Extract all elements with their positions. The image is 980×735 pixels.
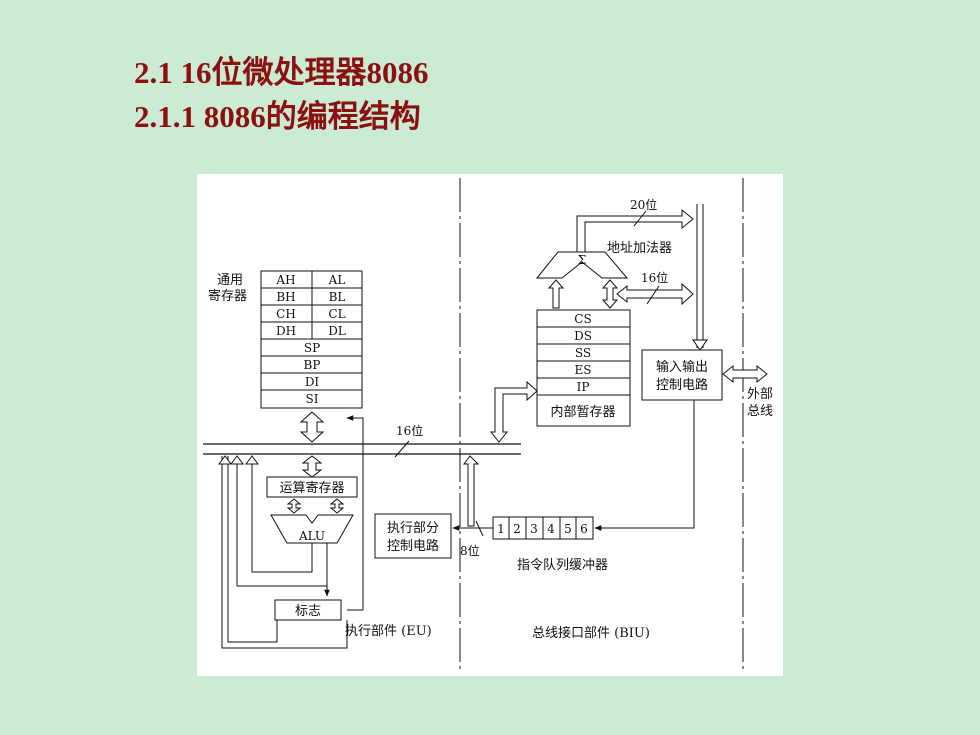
alu-input-arrow-left [286, 498, 302, 514]
queue-cell-1: 1 [497, 522, 505, 536]
queue-cell-6: 6 [580, 522, 588, 536]
alu-register-label: 运算寄存器 [279, 480, 344, 496]
biu-label: 总线接口部件 (BIU) [532, 625, 650, 641]
bus-segment-arrow [489, 380, 538, 443]
alu-input-arrow-right [329, 498, 345, 514]
general-registers-label-2: 寄存器 [208, 288, 247, 304]
queue-cell-4: 4 [547, 522, 555, 536]
segment-registers-block [536, 309, 631, 427]
io-control-box [641, 349, 723, 401]
segment-to-adder-arrow-right [601, 279, 619, 309]
queue-label: 指令队列缓冲器 [517, 558, 608, 573]
bus-down-arrow-3 [218, 455, 232, 465]
register-cs: CS [574, 312, 591, 326]
external-bus-label-2: 总线 [747, 404, 773, 419]
alu-shape [270, 514, 354, 544]
bus-down-arrow-2 [230, 455, 244, 465]
queue-cell-3: 3 [530, 522, 538, 536]
general-registers-block [260, 270, 363, 409]
register-dl: DL [328, 324, 346, 338]
slide-title-line-1: 2.1 16位微处理器8086 [134, 55, 429, 90]
bus-width-label: 16位 [396, 423, 423, 438]
register-ah: AH [275, 273, 295, 287]
register-sp: SP [304, 341, 320, 355]
bus-width-tick [394, 440, 410, 458]
flags-to-register-line [346, 415, 364, 611]
diagram-background [197, 174, 783, 676]
eu-control-box [374, 513, 452, 559]
alu-label: ALU [298, 529, 325, 543]
bits-16-tick [646, 285, 660, 305]
register-bh: BH [276, 290, 295, 304]
eu-feedback-loops [221, 456, 348, 649]
register-bp: BP [304, 358, 321, 372]
alu-register-box [266, 476, 358, 498]
address-adder-label: 地址加法器 [607, 241, 672, 256]
io-input-arrow-head [692, 339, 708, 351]
register-si: SI [306, 392, 319, 406]
eu-label: 执行部件 (EU) [345, 624, 432, 639]
queue-width-tick [475, 520, 484, 537]
flags-label: 标志 [295, 604, 321, 619]
queue-cell-2: 2 [513, 522, 521, 536]
registers-bus-arrow [299, 411, 325, 443]
general-registers-label-1: 通用 [217, 273, 243, 288]
slide-title-line-2: 2.1.1 8086的编程结构 [134, 99, 421, 134]
io-control-label-2: 控制电路 [656, 377, 708, 393]
bits-20-label: 20位 [630, 197, 657, 212]
eu-control-label-1: 执行部分 [387, 521, 439, 536]
register-cl: CL [328, 307, 345, 321]
data-16bit-arrow [616, 282, 694, 306]
bus-to-queue-arrow [463, 455, 480, 527]
queue-cell-5: 5 [564, 522, 572, 536]
queue-width-label: 8位 [460, 543, 480, 558]
bus-down-arrow-1 [245, 455, 259, 465]
eu-control-label-2: 控制电路 [387, 538, 439, 554]
external-bus-arrow [722, 364, 768, 384]
bits-16-label: 16位 [641, 270, 668, 285]
register-ds: DS [574, 329, 592, 343]
address-lines-to-io [696, 204, 704, 348]
register-ch: CH [276, 307, 296, 321]
flags-box [274, 599, 342, 621]
internal-temp-registers-label: 内部暂存器 [550, 404, 615, 420]
io-to-queue-line [594, 399, 695, 531]
bits-20-tick [633, 210, 647, 227]
address-adder-shape [535, 251, 629, 279]
register-al: AL [328, 273, 346, 287]
register-ip: IP [577, 380, 590, 394]
sigma-label: Σ [578, 253, 586, 267]
register-di: DI [305, 375, 320, 389]
8086-architecture-diagram: 16位 通用 寄存器 AH AL BH BL CH CL DH DL SP BP… [197, 174, 783, 676]
instruction-queue [492, 516, 594, 540]
segment-to-adder-arrow-left [547, 279, 565, 309]
adder-output-20bit-arrow [576, 208, 694, 253]
register-bl: BL [329, 290, 346, 304]
external-bus-label-1: 外部 [747, 387, 773, 402]
register-es: ES [575, 363, 592, 377]
register-ss: SS [575, 346, 591, 360]
io-control-label-1: 输入输出 [656, 359, 708, 375]
internal-bus [203, 443, 521, 455]
register-dh: DH [276, 324, 296, 338]
